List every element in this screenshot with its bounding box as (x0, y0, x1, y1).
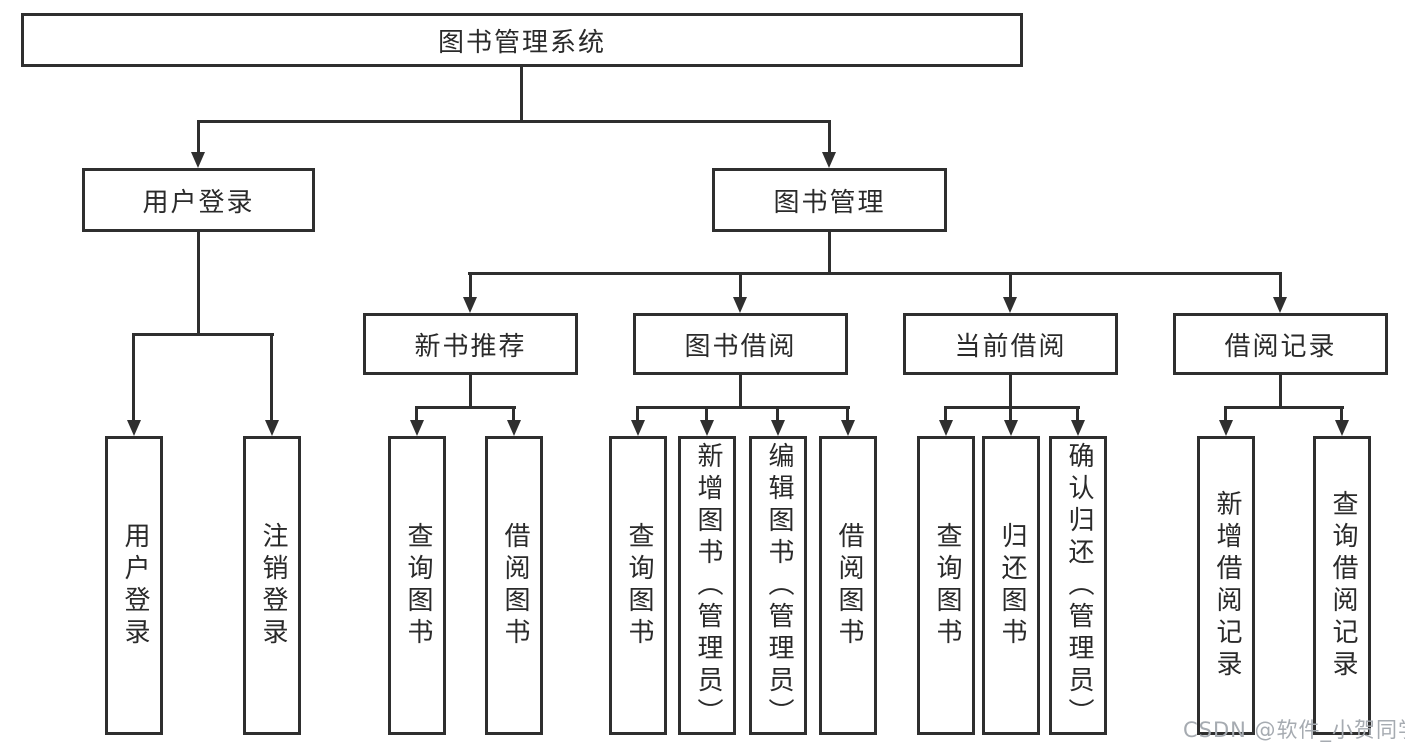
connector-borrow-records-branch-2 (1340, 406, 1343, 422)
leaf-query-books-borrow: 查询图书 (609, 436, 667, 735)
connector-borrow-records-branch-1 (1224, 406, 1227, 422)
connector-user-login-hbar (132, 333, 274, 336)
connector-book-borrow-branch-1 (636, 406, 639, 422)
arrow-head (410, 420, 424, 436)
arrow-head (127, 420, 141, 436)
connector-book-mgmt-branch-4 (1279, 272, 1282, 299)
connector-new-book-branch-2 (512, 406, 515, 422)
connector-book-borrow-branch-2 (705, 406, 708, 422)
connector-root-branch-left (197, 120, 200, 154)
connector-book-borrow-branch-4 (846, 406, 849, 422)
connector-root-stub (520, 67, 523, 123)
connector-book-borrow-stub (739, 375, 742, 409)
leaf-query-borrow-record-label: 查询借阅记录 (1327, 489, 1358, 682)
connector-current-borrow-branch-3 (1076, 406, 1079, 422)
arrow-head (771, 420, 785, 436)
arrow-head (1004, 420, 1018, 436)
arrow-head (507, 420, 521, 436)
arrow-head (939, 420, 953, 436)
connector-book-borrow-branch-3 (776, 406, 779, 422)
connector-current-borrow-branch-1 (944, 406, 947, 422)
leaf-return-book: 归还图书 (982, 436, 1040, 735)
arrow-head (463, 297, 477, 313)
connector-book-mgmt-branch-1 (469, 272, 472, 299)
arrow-head (191, 152, 205, 168)
arrow-head (1003, 297, 1017, 313)
leaf-confirm-return-admin-label: 确认归还（管理员） (1063, 441, 1094, 730)
connector-book-mgmt-branch-2 (739, 272, 742, 299)
connector-borrow-records-stub (1279, 375, 1282, 409)
node-user-login: 用户登录 (82, 168, 315, 232)
node-new-book-recommend: 新书推荐 (363, 313, 578, 375)
connector-borrow-records-hbar (1224, 406, 1344, 409)
node-root: 图书管理系统 (21, 13, 1023, 67)
leaf-logout-label: 注销登录 (257, 521, 288, 650)
leaf-logout: 注销登录 (243, 436, 301, 735)
connector-user-login-branch-2 (270, 333, 273, 421)
arrow-head (1273, 297, 1287, 313)
connector-new-book-branch-1 (415, 406, 418, 422)
leaf-borrow-books-recommend: 借阅图书 (485, 436, 543, 735)
node-borrow-records-label: 借阅记录 (1224, 331, 1337, 362)
connector-book-mgmt-stub (828, 232, 831, 275)
arrow-head (1219, 420, 1233, 436)
node-user-login-label: 用户登录 (142, 187, 255, 218)
connector-user-login-branch-1 (132, 333, 135, 421)
arrow-head (265, 420, 279, 436)
connector-new-book-hbar (415, 406, 516, 409)
arrow-head (631, 420, 645, 436)
leaf-borrow-books: 借阅图书 (819, 436, 877, 735)
leaf-query-books-current: 查询图书 (917, 436, 975, 735)
leaf-query-books-borrow-label: 查询图书 (623, 521, 654, 650)
connector-new-book-stub (469, 375, 472, 409)
leaf-query-books-recommend-label: 查询图书 (402, 521, 433, 650)
leaf-add-book-admin: 新增图书（管理员） (678, 436, 736, 735)
arrow-head (700, 420, 714, 436)
node-book-borrow: 图书借阅 (633, 313, 848, 375)
csdn-watermark: CSDN @软件_小贺同学 (1183, 718, 1405, 742)
leaf-query-books-current-label: 查询图书 (931, 521, 962, 650)
leaf-add-borrow-record-label: 新增借阅记录 (1211, 489, 1242, 682)
leaf-borrow-books-label: 借阅图书 (833, 521, 864, 650)
connector-root-branch-right (828, 120, 831, 154)
leaf-edit-book-admin-label: 编辑图书（管理员） (763, 441, 794, 730)
leaf-user-login: 用户登录 (105, 436, 163, 735)
connector-current-borrow-hbar (944, 406, 1080, 409)
leaf-user-login-label: 用户登录 (119, 521, 150, 650)
connector-book-mgmt-branch-3 (1009, 272, 1012, 299)
connector-current-borrow-branch-2 (1009, 406, 1012, 422)
node-current-borrow-label: 当前借阅 (954, 331, 1067, 362)
node-book-management: 图书管理 (712, 168, 947, 232)
arrow-head (822, 152, 836, 168)
node-book-management-label: 图书管理 (773, 187, 886, 218)
node-current-borrow: 当前借阅 (903, 313, 1118, 375)
node-book-borrow-label: 图书借阅 (684, 331, 797, 362)
connector-current-borrow-stub (1009, 375, 1012, 409)
node-root-label: 图书管理系统 (437, 27, 606, 58)
connector-user-login-stub (197, 232, 200, 336)
leaf-query-books-recommend: 查询图书 (388, 436, 446, 735)
arrow-head (1071, 420, 1085, 436)
leaf-confirm-return-admin: 确认归还（管理员） (1049, 436, 1107, 735)
arrow-head (733, 297, 747, 313)
arrow-head (841, 420, 855, 436)
arrow-head (1335, 420, 1349, 436)
leaf-borrow-books-recommend-label: 借阅图书 (499, 521, 530, 650)
leaf-add-book-admin-label: 新增图书（管理员） (692, 441, 723, 730)
leaf-query-borrow-record: 查询借阅记录 (1313, 436, 1371, 735)
leaf-edit-book-admin: 编辑图书（管理员） (749, 436, 807, 735)
connector-book-borrow-hbar (636, 406, 850, 409)
leaf-return-book-label: 归还图书 (996, 521, 1027, 650)
node-new-book-recommend-label: 新书推荐 (414, 331, 527, 362)
leaf-add-borrow-record: 新增借阅记录 (1197, 436, 1255, 735)
connector-root-hbar (197, 120, 831, 123)
node-borrow-records: 借阅记录 (1173, 313, 1388, 375)
connector-book-mgmt-hbar (468, 272, 1282, 275)
